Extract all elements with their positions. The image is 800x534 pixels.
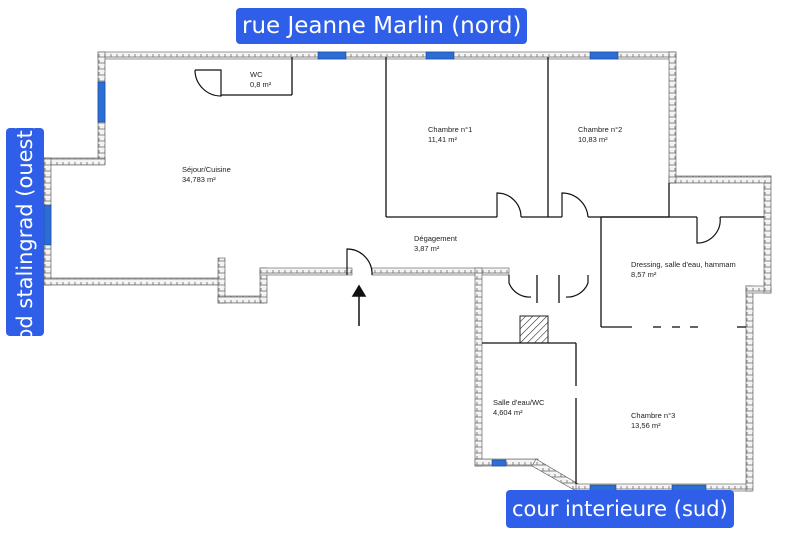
room-dressing: Dressing, salle d'eau, hammam 8,57 m² bbox=[631, 260, 736, 280]
room-salle-eau-wc: Salle d'eau/WC 4,604 m² bbox=[493, 398, 544, 418]
windows bbox=[43, 51, 707, 492]
room-degagement: Dégagement 3,87 m² bbox=[414, 234, 457, 254]
room-name: Dégagement bbox=[414, 234, 457, 243]
room-chambre-1: Chambre n°1 11,41 m² bbox=[428, 125, 472, 145]
room-area: 13,56 m² bbox=[631, 421, 661, 430]
room-area: 0,8 m² bbox=[250, 80, 272, 89]
entrance-arrow bbox=[351, 284, 367, 326]
room-name: Séjour/Cuisine bbox=[182, 165, 231, 174]
room-area: 4,604 m² bbox=[493, 408, 523, 417]
room-name: Dressing, salle d'eau, hammam bbox=[631, 260, 736, 269]
south-courtyard-label: cour interieure (sud) bbox=[506, 490, 734, 528]
room-name: Chambre n°2 bbox=[578, 125, 623, 134]
room-area: 10,83 m² bbox=[578, 135, 608, 144]
room-chambre-3: Chambre n°3 13,56 m² bbox=[631, 411, 675, 431]
room-name: Chambre n°1 bbox=[428, 125, 473, 134]
room-area: 11,41 m² bbox=[428, 135, 458, 144]
west-street-label: bd stalingrad (ouest) bbox=[6, 122, 44, 342]
room-wc: WC 0,8 m² bbox=[250, 70, 271, 90]
duct-block bbox=[519, 315, 549, 344]
room-area: 34,783 m² bbox=[182, 175, 216, 184]
room-name: Salle d'eau/WC bbox=[493, 398, 545, 407]
room-name: Chambre n°3 bbox=[631, 411, 676, 420]
interior-walls bbox=[221, 57, 764, 484]
west-street-label-text: bd stalingrad (ouest) bbox=[13, 122, 37, 342]
room-name: WC bbox=[250, 70, 263, 79]
room-area: 8,57 m² bbox=[631, 270, 657, 279]
room-area: 3,87 m² bbox=[414, 244, 440, 253]
north-street-label: rue Jeanne Marlin (nord) bbox=[236, 8, 528, 44]
room-sejour-cuisine: Séjour/Cuisine 34,783 m² bbox=[182, 165, 231, 185]
door-swings bbox=[194, 69, 721, 298]
room-chambre-2: Chambre n°2 10,83 m² bbox=[578, 125, 622, 145]
